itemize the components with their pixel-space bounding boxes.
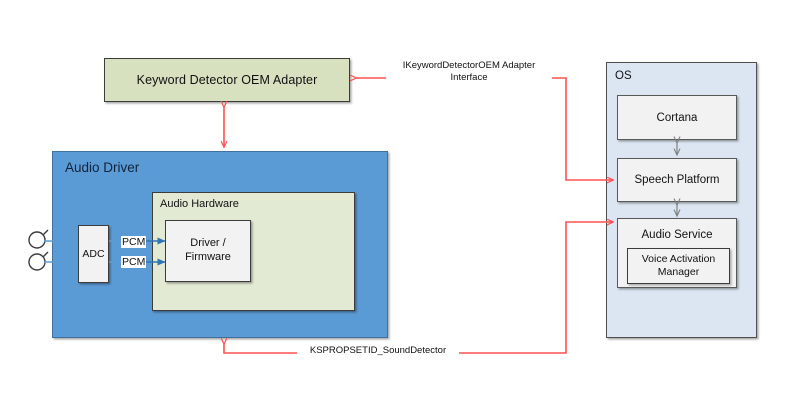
microphone-icon-2 [28, 251, 49, 271]
adc-label: ADC [82, 248, 105, 260]
interface-connector-label: IKeywordDetectorOEM Adapter Interface [386, 60, 552, 84]
cortana-box: Cortana [617, 95, 737, 140]
interface-label-line2: Interface [450, 72, 488, 83]
driver-firmware-box: Driver / Firmware [165, 220, 251, 282]
voice-activation-manager-label: Voice Activation Manager [642, 253, 716, 278]
speech-platform-box: Speech Platform [617, 158, 737, 202]
audio-service-label: Audio Service [641, 229, 713, 241]
pcm-label-2: PCM [121, 256, 147, 268]
voice-activation-manager-box: Voice Activation Manager [627, 248, 730, 284]
keyword-detector-oem-adapter-box: Keyword Detector OEM Adapter [104, 58, 350, 102]
microphone-icon-1 [28, 229, 49, 249]
os-title: OS [615, 70, 632, 82]
pcm-label-1: PCM [121, 236, 147, 248]
oem-adapter-label: Keyword Detector OEM Adapter [136, 73, 318, 87]
cortana-label: Cortana [656, 111, 698, 124]
audio-driver-title: Audio Driver [65, 160, 140, 175]
interface-label-line1: IKeywordDetectorOEM Adapter [402, 60, 536, 71]
vam-line1: Voice Activation [641, 253, 716, 266]
driver-firmware-line1: Driver / [190, 237, 226, 250]
vam-line2: Manager [657, 266, 700, 278]
kspropsetid-connector-label: KSPROPSETID_SoundDetector [297, 345, 459, 357]
adc-box: ADC [78, 225, 109, 283]
ikeyworddetector-interface-connector [356, 78, 613, 180]
audio-hardware-title: Audio Hardware [160, 198, 239, 210]
driver-firmware-label: Driver / Firmware [185, 237, 231, 265]
driver-firmware-line2: Firmware [185, 251, 231, 263]
audio-service-box: Audio Service Voice Activation Manager [617, 218, 737, 288]
speech-platform-label: Speech Platform [634, 174, 720, 186]
